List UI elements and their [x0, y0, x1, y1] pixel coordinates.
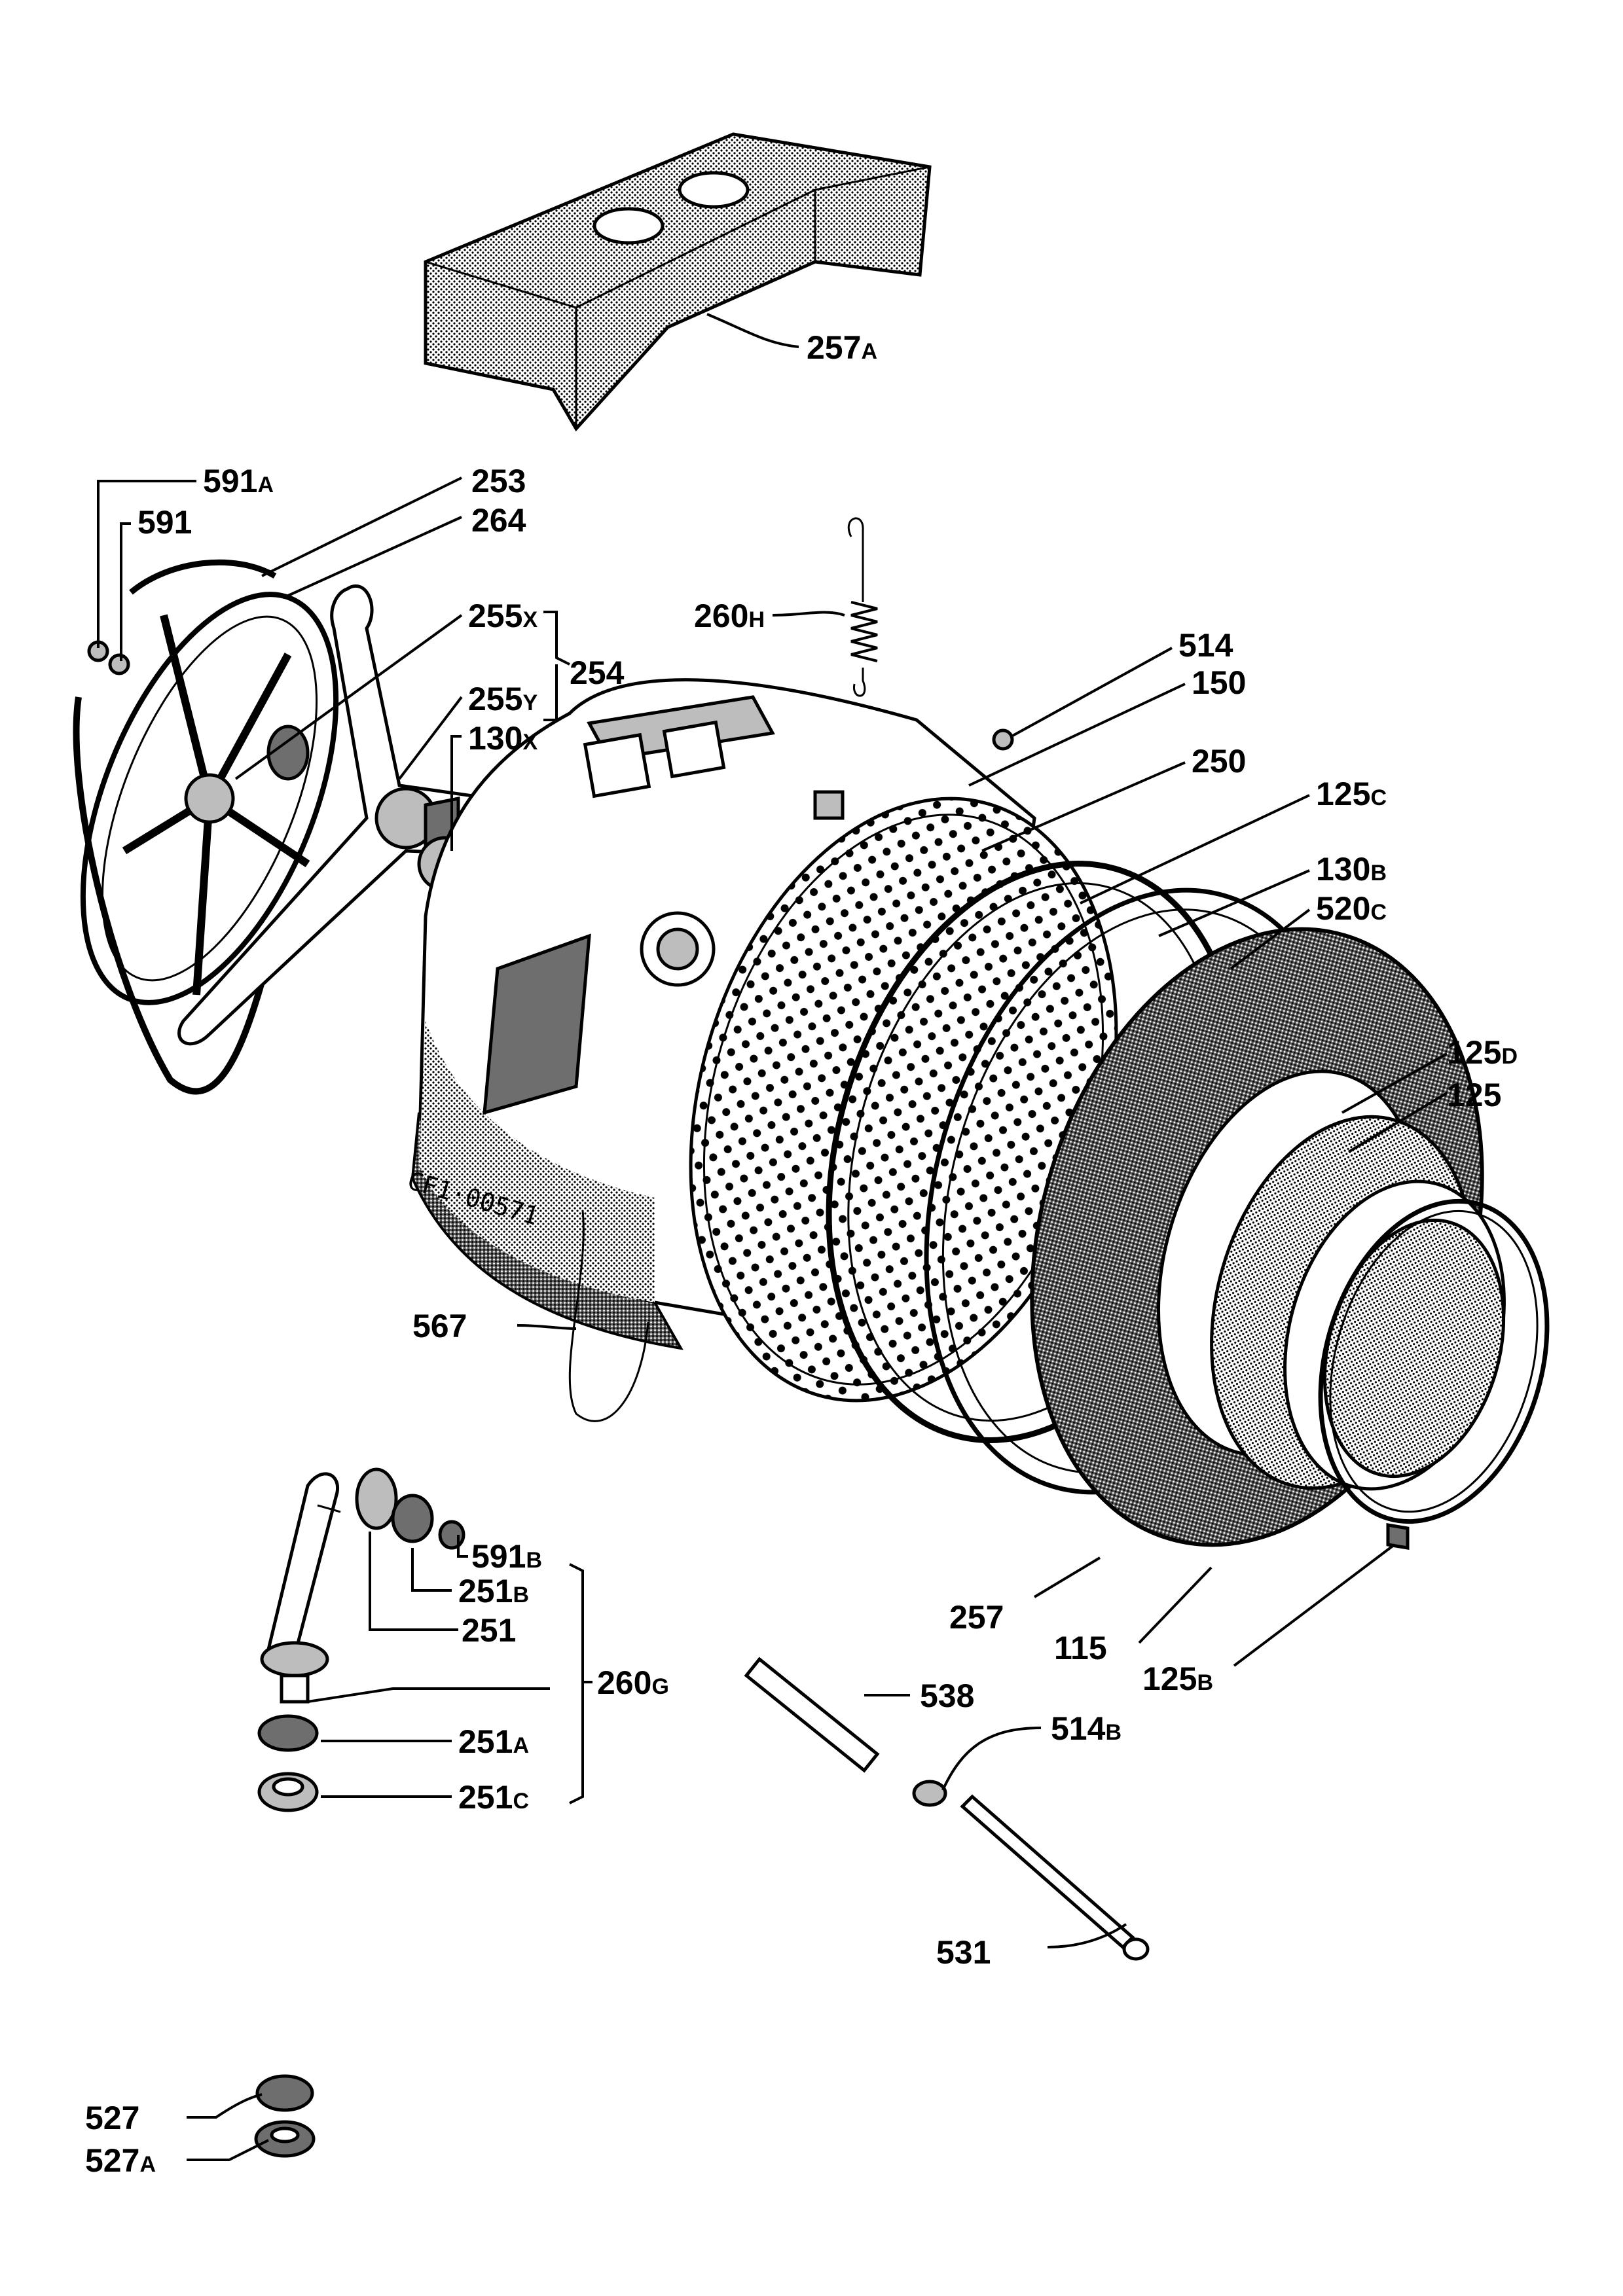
label-591A: 591A: [203, 463, 274, 499]
label-591: 591: [137, 504, 192, 541]
label-257A: 257A: [807, 329, 877, 366]
label-255X: 255X: [468, 598, 538, 634]
label-251A: 251A: [458, 1723, 529, 1760]
grommet-514: [992, 728, 1014, 751]
label-150: 150: [1192, 664, 1246, 701]
label-527A: 527A: [85, 2142, 156, 2179]
label-253: 253: [471, 463, 526, 499]
label-260H: 260H: [694, 598, 765, 634]
label-130B: 130B: [1316, 851, 1387, 888]
pulley-and-belt: [73, 559, 339, 1095]
leader-lines: [97, 313, 1448, 2161]
bolt-531: [912, 1780, 1150, 1961]
label-115: 115: [1054, 1630, 1107, 1666]
label-257: 257: [949, 1599, 1004, 1636]
label-255Y: 255Y: [468, 681, 538, 717]
label-264: 264: [471, 502, 526, 539]
spring: [847, 517, 878, 697]
label-567: 567: [412, 1308, 467, 1344]
label-538: 538: [920, 1677, 974, 1714]
part-labels: 257A 591A 253 591 264 260H 255X 254 255Y…: [85, 329, 1518, 2179]
shock-absorber: [257, 1467, 465, 1812]
label-251C: 251C: [458, 1779, 529, 1816]
label-125: 125: [1447, 1077, 1501, 1113]
label-514B: 514B: [1051, 1710, 1122, 1747]
nuts-527: [254, 2074, 316, 2158]
label-251B: 251B: [458, 1573, 529, 1609]
label-125D: 125D: [1447, 1034, 1518, 1071]
label-527: 527: [85, 2100, 139, 2136]
label-125C: 125C: [1316, 776, 1387, 812]
label-591B: 591B: [471, 1538, 542, 1575]
label-250: 250: [1192, 743, 1246, 780]
label-251: 251: [462, 1612, 516, 1649]
rod-538: [744, 1657, 880, 1773]
label-260G: 260G: [597, 1664, 669, 1701]
label-520C: 520C: [1316, 890, 1387, 927]
label-130X: 130X: [468, 720, 538, 757]
label-514: 514: [1178, 627, 1233, 664]
counterweight-top: [424, 132, 932, 432]
label-125B: 125B: [1142, 1660, 1213, 1697]
clamp-ring: [1318, 1198, 1550, 1550]
label-254: 254: [570, 655, 625, 691]
label-531: 531: [936, 1934, 991, 1971]
